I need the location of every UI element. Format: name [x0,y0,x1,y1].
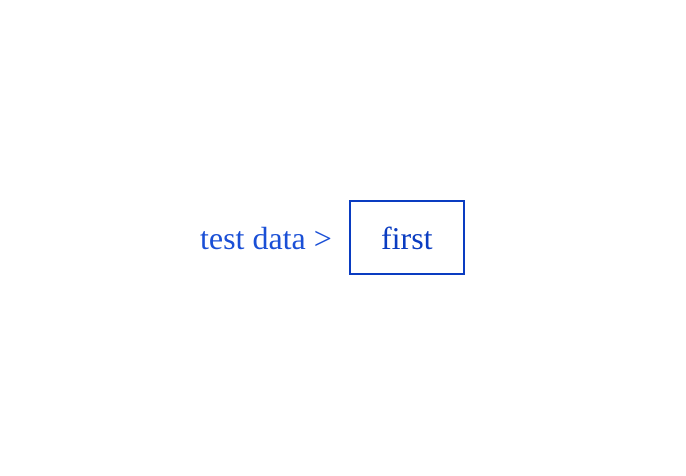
breadcrumb: test data > first [200,200,465,275]
breadcrumb-link-test-data[interactable]: test data [200,219,306,256]
breadcrumb-separator: > [313,219,332,256]
breadcrumb-current-item[interactable]: first [348,200,465,275]
breadcrumb-current-label: first [381,219,433,256]
